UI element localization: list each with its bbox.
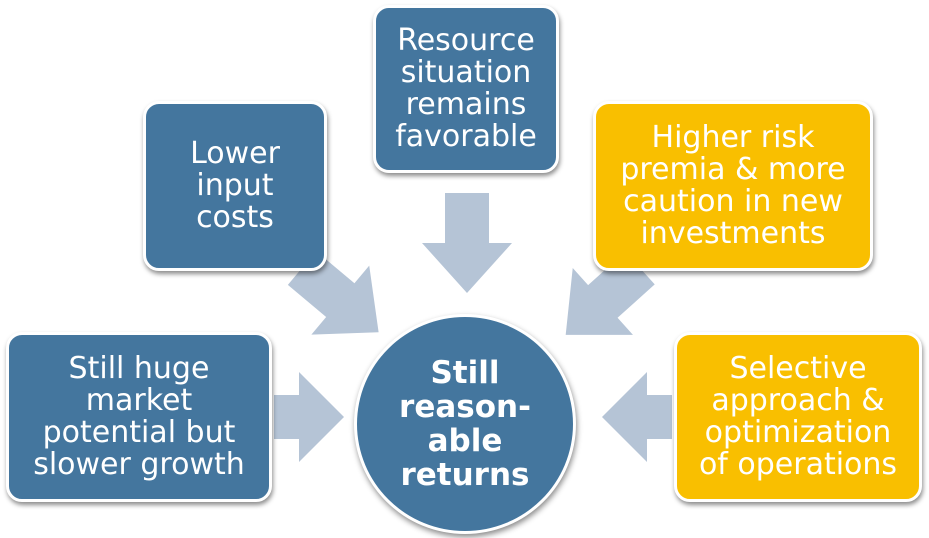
box-label: Lower input costs: [190, 136, 280, 235]
arrow-lower-input-costs: [287, 251, 379, 335]
box-label: Resource situation remains favorable: [395, 23, 537, 154]
box-market-potential: Still huge market potential but slower g…: [6, 332, 272, 502]
box-label: Selective approach & optimization of ope…: [698, 351, 898, 482]
arrow-resource-situation: [422, 193, 512, 293]
box-label: Still huge market potential but slower g…: [33, 351, 245, 482]
box-resource-situation: Resource situation remains favorable: [373, 5, 559, 173]
arrow-higher-risk-premia: [565, 251, 655, 335]
center-circle: Still reason- able returns: [354, 314, 576, 534]
box-lower-input-costs: Lower input costs: [143, 101, 327, 271]
box-higher-risk-premia: Higher risk premia & more caution in new…: [593, 101, 873, 271]
arrow-selective-approach: [602, 372, 672, 462]
box-label: Higher risk premia & more caution in new…: [620, 120, 846, 251]
arrow-market-potential: [274, 372, 344, 462]
box-selective-approach: Selective approach & optimization of ope…: [674, 332, 922, 502]
center-label: Still reason- able returns: [399, 355, 531, 493]
